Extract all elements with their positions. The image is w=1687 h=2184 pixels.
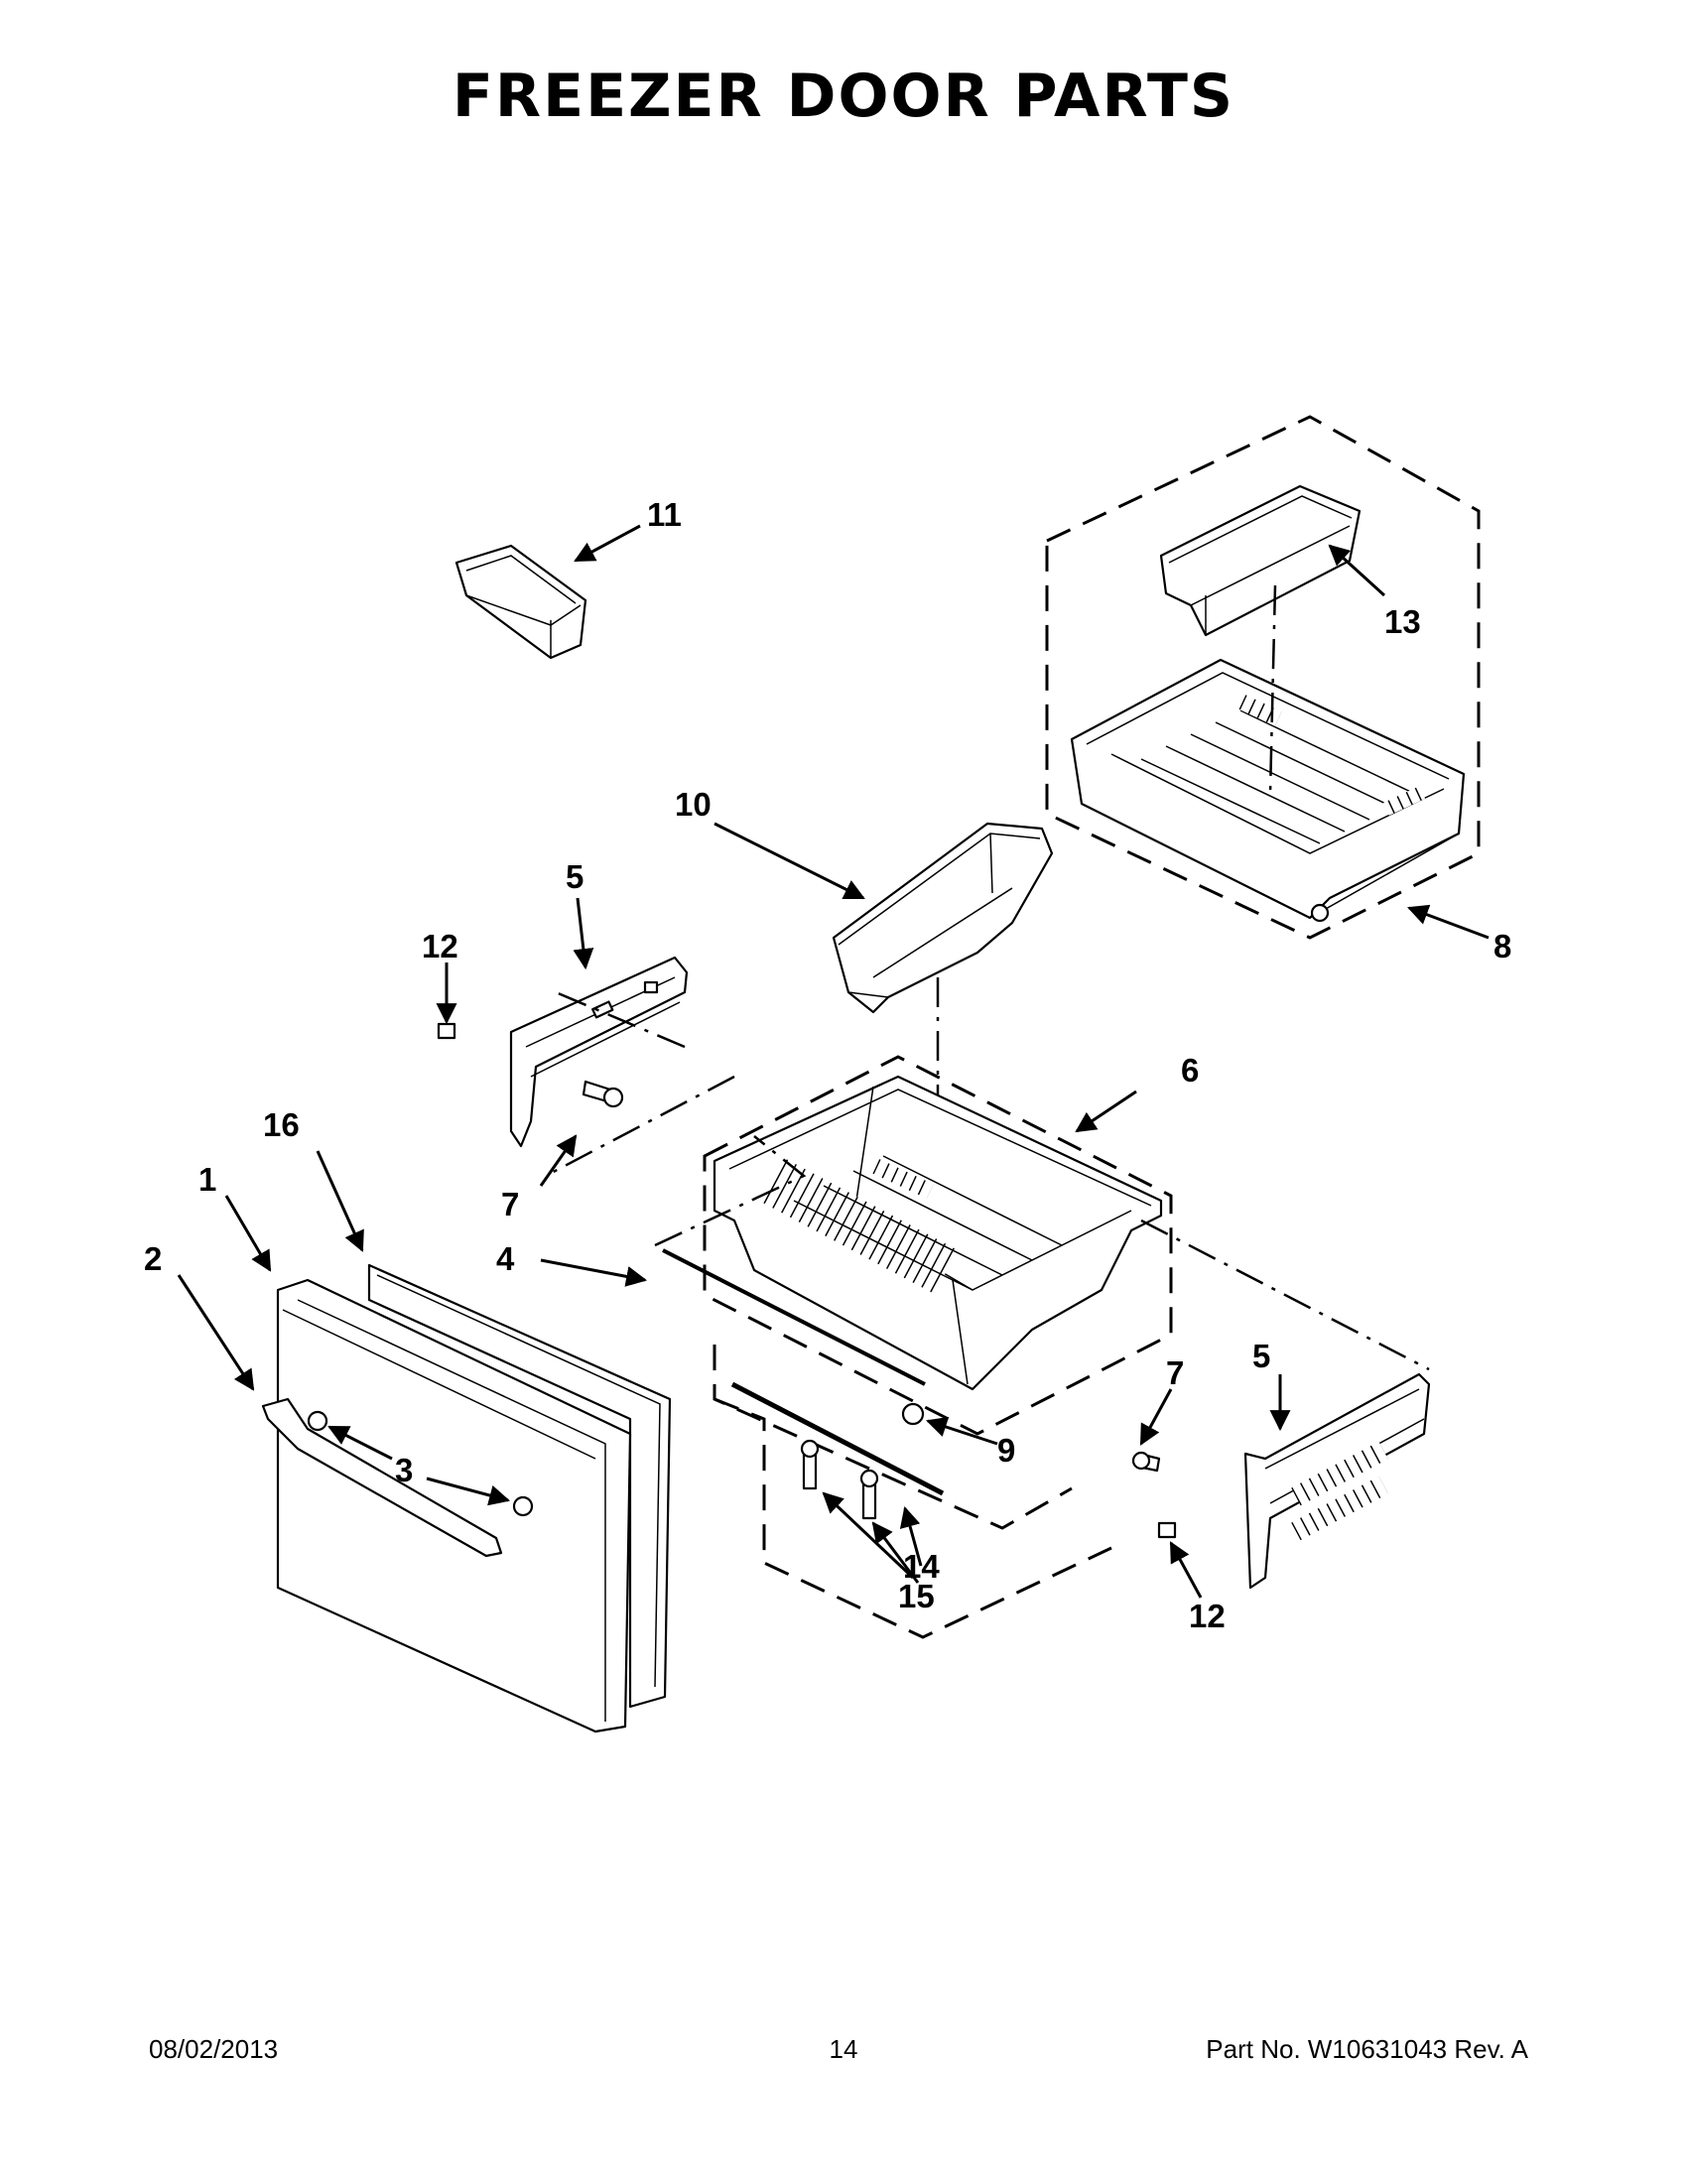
wheel — [901, 1402, 925, 1426]
callout-9: 9 — [997, 1432, 1015, 1469]
callout-11: 11 — [647, 496, 682, 533]
footer-part-number: Part No. W10631043 Rev. A — [1206, 2034, 1528, 2064]
callout-2: 2 — [144, 1240, 162, 1277]
callout-12-right: 12 — [1189, 1598, 1226, 1634]
door-handle — [261, 1397, 503, 1558]
page-title: FREEZER DOOR PARTS — [452, 62, 1235, 131]
door-gasket — [367, 1263, 672, 1709]
callout-8: 8 — [1493, 928, 1511, 964]
callout-12-left: 12 — [422, 928, 458, 964]
callout-labels: 1 2 3 4 5 5 6 7 7 8 9 10 11 12 12 13 14 … — [144, 496, 1511, 1634]
freezer-divider — [832, 822, 1054, 1014]
footer-page-number: 14 — [829, 2034, 858, 2064]
callout-4: 4 — [496, 1240, 515, 1277]
callout-5-left: 5 — [566, 858, 584, 895]
callout-16: 16 — [263, 1106, 300, 1143]
upper-basket — [1070, 658, 1466, 923]
callout-5-right: 5 — [1252, 1338, 1270, 1374]
handle-screw-left — [307, 1410, 328, 1432]
trim-strip — [730, 1381, 945, 1496]
footer-date: 08/02/2013 — [149, 2034, 279, 2064]
handle-screw-right — [512, 1495, 534, 1517]
upper-basket-divider — [1159, 484, 1362, 637]
screw-b — [859, 1469, 879, 1520]
callout-7-left: 7 — [501, 1186, 519, 1222]
hardware-kit — [713, 1345, 1112, 1639]
callout-6: 6 — [1181, 1052, 1199, 1089]
lower-basket — [713, 1075, 1163, 1391]
right-slide-rail — [1243, 1372, 1431, 1590]
callout-14: 14 — [903, 1548, 940, 1585]
screw-a — [800, 1439, 820, 1490]
left-slide-rail — [509, 956, 689, 1148]
axle-rod — [662, 1248, 926, 1386]
callout-13: 13 — [1384, 603, 1421, 640]
callout-1: 1 — [198, 1161, 216, 1198]
left-screw — [582, 1080, 624, 1108]
lower-basket-assembly — [703, 1055, 1173, 1436]
upper-basket-assembly — [1045, 415, 1481, 940]
callout-10: 10 — [675, 786, 712, 823]
right-screw — [1131, 1451, 1161, 1473]
right-clip — [1157, 1521, 1177, 1539]
leader-lines — [177, 524, 1490, 1599]
callout-7-right: 7 — [1166, 1354, 1184, 1391]
callout-15: 15 — [898, 1578, 935, 1614]
freezer-door — [276, 1278, 632, 1734]
callout-3: 3 — [395, 1452, 413, 1488]
left-clip — [437, 1022, 456, 1040]
small-bin — [454, 544, 587, 660]
